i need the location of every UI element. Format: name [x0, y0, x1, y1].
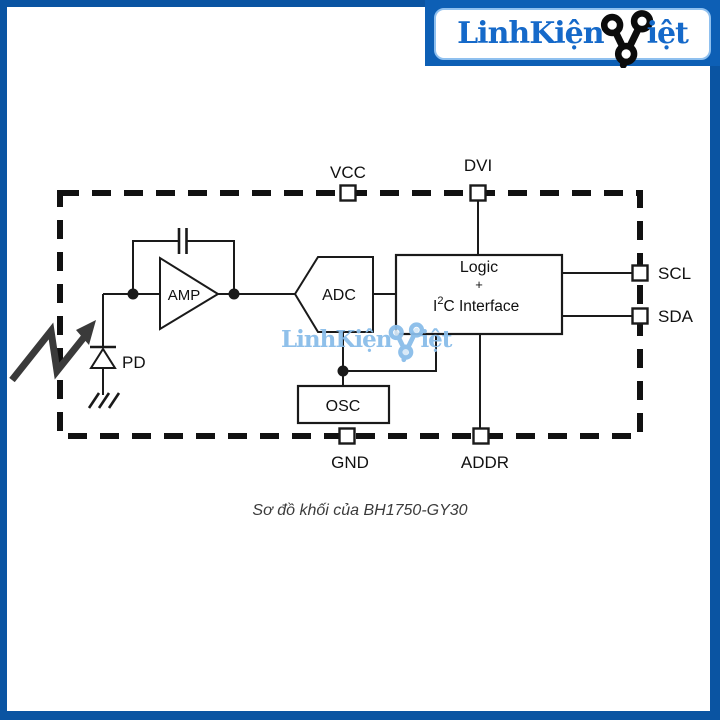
photodiode-icon — [89, 345, 117, 369]
pin-label-sda: SDA — [658, 307, 694, 326]
watermark: LinhKiện iệt — [281, 306, 452, 372]
junction-dot — [228, 288, 240, 300]
watermark-text-left: LinhKiện — [281, 325, 392, 353]
label-amp: AMP — [168, 287, 201, 304]
caption: Sơ đồ khối của BH1750-GY30 — [252, 502, 468, 519]
wire-osc-logic — [343, 334, 437, 372]
wire-feedback-right — [187, 240, 235, 294]
pin-label-vcc: VCC — [330, 163, 366, 182]
branch-v-icon — [600, 10, 653, 68]
frame-left — [0, 0, 7, 720]
pin-square-vcc — [339, 184, 357, 202]
pin-label-addr: ADDR — [461, 453, 509, 472]
logo-text-right: iệt — [646, 16, 689, 51]
pin-square-dvi — [469, 184, 487, 202]
logo-box: LinhKiện iệt — [434, 8, 711, 68]
wires — [102, 200, 633, 429]
watermark-branch-v-icon — [389, 322, 425, 363]
amp-triangle — [159, 256, 220, 331]
junction-dot — [127, 288, 139, 300]
label-logic-line2: + — [475, 277, 483, 292]
pin-square-sda — [631, 307, 649, 325]
frame-bottom — [0, 711, 720, 720]
osc-box — [296, 384, 391, 425]
pin-square-addr — [472, 427, 490, 445]
watermark-text-right: iệt — [420, 325, 452, 353]
logic-box — [394, 253, 564, 336]
ground-icon — [87, 392, 121, 409]
pin-square-scl — [631, 264, 649, 282]
frame-right — [710, 0, 720, 720]
label-logic-line1: Logic — [460, 259, 498, 276]
pin-label-dvi: DVI — [464, 156, 492, 175]
label-osc: OSC — [326, 398, 361, 415]
label-i2c-interface: I2C Interface — [433, 295, 519, 315]
logo-banner: LinhKiện iệt — [425, 0, 720, 68]
wire-feedback-left — [132, 240, 178, 294]
junction-dots — [127, 288, 349, 377]
adc-shape — [293, 256, 374, 333]
light-arrow-icon — [9, 320, 96, 383]
pin-square-gnd — [338, 427, 356, 445]
pin-squares — [338, 184, 649, 445]
frame-top — [0, 0, 720, 7]
junction-dot — [337, 365, 349, 377]
label-adc: ADC — [322, 287, 356, 304]
capacitor-icon — [177, 228, 188, 254]
logo-text-left: LinhKiện — [457, 16, 604, 51]
label-pd: PD — [122, 353, 146, 372]
pin-label-scl: SCL — [658, 264, 691, 283]
pin-label-gnd: GND — [331, 453, 369, 472]
